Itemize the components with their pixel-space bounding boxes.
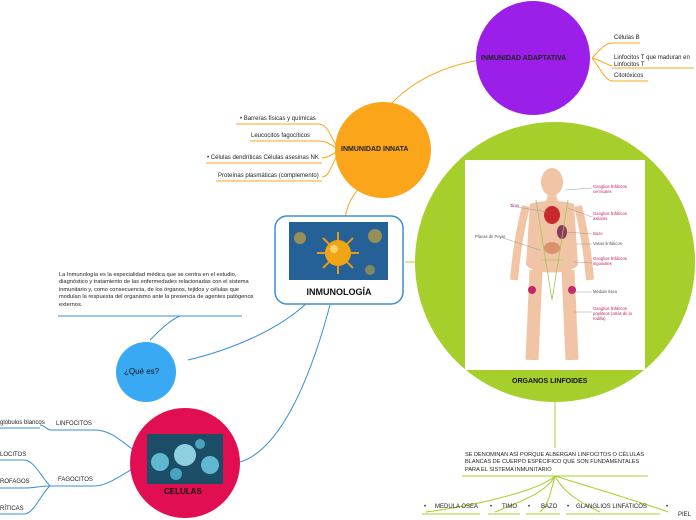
connector-linfocitos-leaf	[39, 424, 51, 431]
adaptativa-item-3[interactable]: Linfocitos T	[614, 62, 645, 68]
que-es-text: La Inmunología es la especialidad médica…	[59, 272, 254, 308]
organos-bullet-1: •	[424, 504, 427, 510]
anatomy-label-bazo: Bazo	[593, 231, 603, 236]
que-es-title: ¿Qué es?	[124, 367, 160, 376]
anatomy-label-inguinales: Ganglios linfáticos inguinales	[593, 256, 627, 266]
adaptativa-title: INMUNIDAD ADAPTATIVA	[481, 55, 567, 62]
innata-item-1[interactable]: • Barreras físicas y químicas	[240, 116, 316, 122]
center-title: INMUNOLOGÍA	[306, 287, 372, 297]
innata-title: INMUNIDAD INNATA	[341, 146, 409, 153]
virus-illustration	[289, 222, 388, 280]
node-inmunidad-adaptativa[interactable]	[476, 1, 590, 115]
anatomy-label-cervicales: Ganglios linfáticos cervicales	[593, 184, 627, 194]
connectors	[0, 42, 694, 515]
connector-quees-text	[149, 315, 181, 341]
cells-illustration	[147, 434, 223, 484]
organos-item-5[interactable]: PIEL	[678, 512, 692, 518]
organos-title: ORGANOS LINFOIDES	[512, 378, 588, 385]
connector-organos-items	[425, 475, 669, 513]
organos-item-4[interactable]: GLANGLIOS LINFATICOS	[576, 504, 647, 510]
celulas-leaf-4[interactable]: RÍTICAS	[0, 506, 24, 512]
organos-bullet-4: •	[567, 504, 570, 510]
anatomy-label-popliteos: Ganglios linfáticos popliteos (atrás de …	[593, 306, 632, 321]
organos-item-1[interactable]: MEDULA OSEA	[435, 504, 479, 510]
connector-innata-items	[317, 123, 341, 178]
celulas-leaf-3[interactable]: ROFAGOS	[0, 479, 30, 485]
adaptativa-item-1[interactable]: Células B	[614, 35, 640, 41]
innata-item-3[interactable]: • Células dendríticas Células asesinas N…	[207, 155, 319, 161]
connector-fagocitos-leaves	[24, 459, 51, 515]
anatomy-label-peyer: Placas de Peyer	[475, 234, 506, 239]
adaptativa-item-4[interactable]: Citotóxicos	[614, 73, 644, 79]
node-que-es[interactable]	[116, 342, 176, 402]
lymphatic-anatomy-image	[465, 160, 645, 370]
organos-bullet-2: •	[490, 504, 493, 510]
node-inmunidad-innata[interactable]	[335, 102, 431, 198]
connector-adaptativa-items	[591, 42, 613, 82]
celulas-leaf-2[interactable]: LOCITOS	[0, 452, 27, 458]
celulas-branch-fagocitos[interactable]: FAGOCITOS	[58, 477, 93, 483]
anatomy-label-timo: Timo	[510, 203, 520, 208]
anatomy-label-axilares: Ganglios linfáticos axilares	[593, 211, 627, 221]
celulas-branch-linfocitos[interactable]: LINFOCITOS	[56, 421, 92, 427]
organos-bullet-5: •	[666, 504, 669, 510]
organos-item-2[interactable]: TIMO	[502, 504, 517, 510]
celulas-leaf-1[interactable]: glóbulos blancos	[0, 420, 45, 426]
anatomy-label-vasos: Vasos linfáticos	[593, 241, 622, 246]
organos-item-3[interactable]: BAZO	[541, 504, 558, 510]
celulas-title: CELULAS	[164, 487, 202, 496]
anatomy-label-medula: Médula ósea	[593, 289, 617, 294]
innata-item-4[interactable]: Proteínas plasmáticas (complemento)	[218, 173, 319, 179]
connector-center-celulas	[239, 304, 331, 463]
organos-description: SE DENOMINAN ASÍ PORQUE ALBERGAN LINFOCI…	[465, 452, 644, 473]
innata-item-2[interactable]: Leucocitos fagocíticos	[251, 133, 311, 139]
organos-bullet-3: •	[528, 504, 531, 510]
adaptativa-item-2[interactable]: Linfocitos T que maduran en	[614, 55, 690, 61]
connector-center-quees	[187, 299, 311, 361]
